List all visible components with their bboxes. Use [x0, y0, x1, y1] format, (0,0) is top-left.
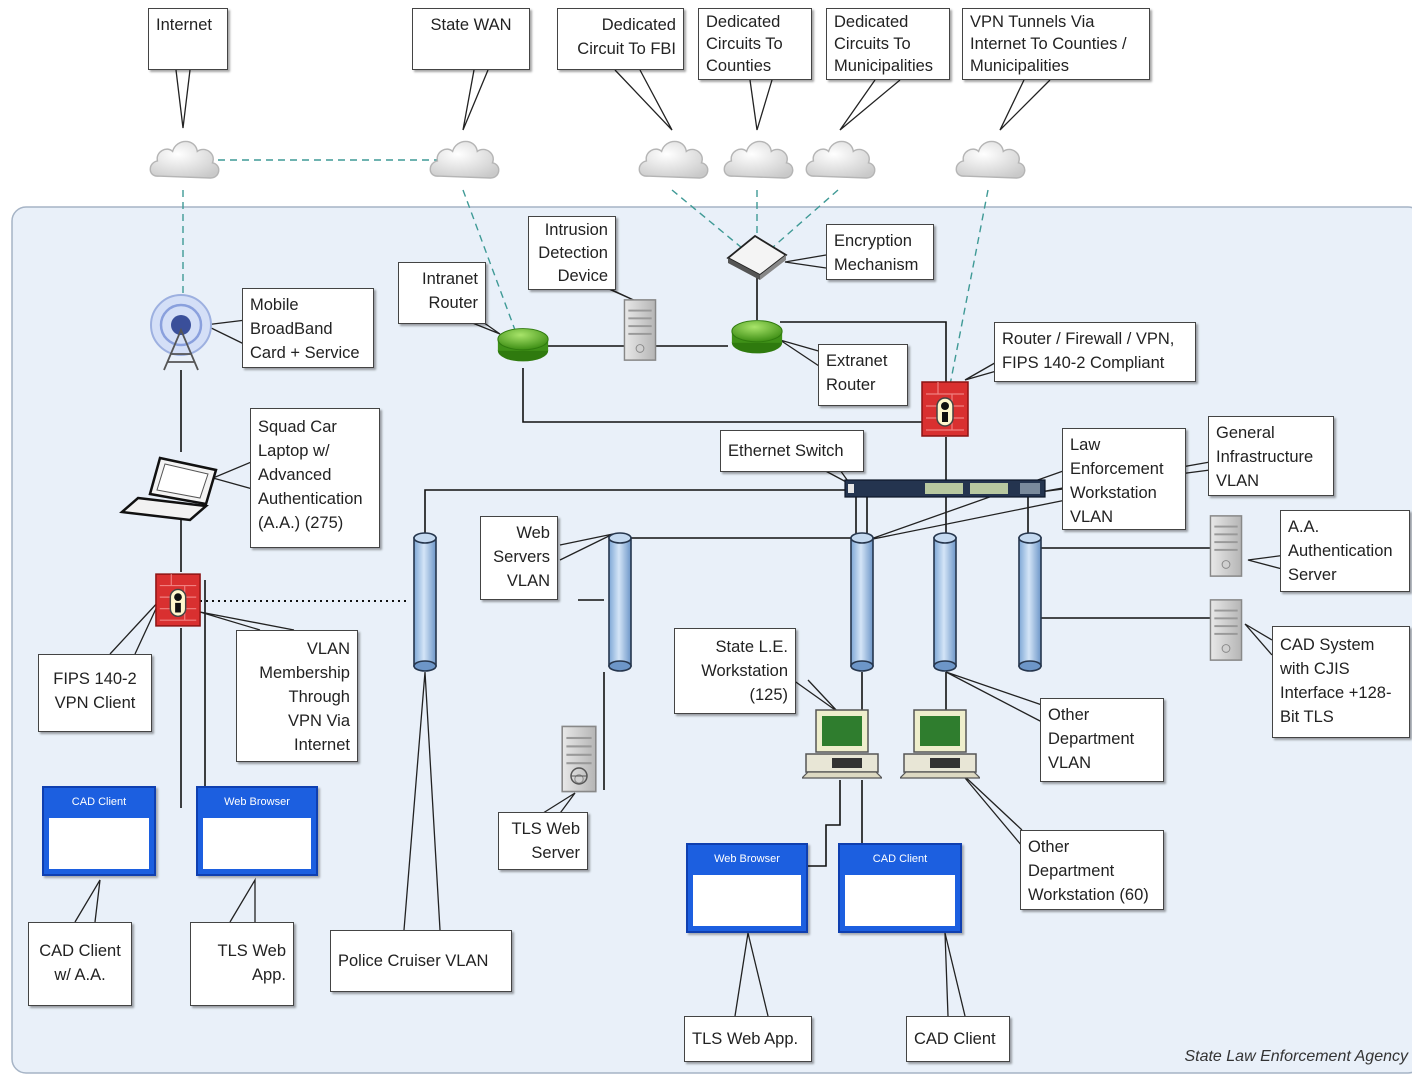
vpn-tunnels-callout: VPN Tunnels Via Internet To Counties / M…	[962, 8, 1150, 80]
organization-label: State Law Enforcement Agency	[1184, 1048, 1408, 1065]
tls-web-app-left-label: TLS Web App.	[217, 942, 286, 984]
extranet-router-label: Extranet Router	[826, 352, 888, 394]
other-department-vlan-icon	[933, 532, 957, 672]
state-wan-label: State WAN	[430, 16, 512, 34]
general-infrastructure-vlan-icon	[1018, 532, 1042, 672]
mobile-broadband-label: Mobile BroadBand Card + Service	[250, 296, 360, 362]
police-cruiser-vlan-label: Police Cruiser VLAN	[338, 952, 489, 970]
county-circuits-callout: Dedicated Circuits To Counties	[698, 8, 812, 80]
web-servers-vlan-icon	[608, 532, 632, 672]
window-title: Web Browser	[224, 796, 290, 808]
window-title: Web Browser	[714, 853, 780, 865]
cad-client-aa-label: CAD Client w/ A.A.	[39, 942, 121, 984]
cad-client-window-bottom: CAD Client	[838, 843, 962, 933]
law-enforcement-vlan-callout: Law Enforcement Workstation VLAN	[1062, 428, 1186, 530]
intranet-router-label: Intranet Router	[422, 270, 478, 312]
ethernet-switch-label: Ethernet Switch	[728, 442, 844, 460]
vpn-tunnels-label: VPN Tunnels Via Internet To Counties / M…	[970, 13, 1127, 75]
aa-server-label: A.A. Authentication Server	[1288, 518, 1393, 584]
cad-client-window-left: CAD Client	[42, 786, 156, 876]
ethernet-switch-callout: Ethernet Switch	[720, 430, 864, 472]
squad-car-laptop-icon	[119, 456, 218, 522]
router-firewall-callout: Router / Firewall / VPN, FIPS 140-2 Comp…	[994, 322, 1196, 382]
encryption-device-icon	[726, 234, 788, 280]
wan-links	[182, 159, 989, 386]
cad-server-icon	[1209, 599, 1243, 661]
state-wan-cloud-icon	[429, 140, 500, 179]
aa-server-callout: A.A. Authentication Server	[1280, 510, 1410, 592]
router-firewall-label: Router / Firewall / VPN, FIPS 140-2 Comp…	[1002, 330, 1175, 372]
tls-web-app-bottom-callout: TLS Web App.	[684, 1016, 812, 1062]
squad-car-laptop-callout: Squad Car Laptop w/ Advanced Authenticat…	[250, 408, 380, 548]
cad-client-aa-callout: CAD Client w/ A.A.	[28, 922, 132, 1006]
state-le-workstation-callout: State L.E. Workstation (125)	[674, 628, 796, 714]
internet-callout: Internet	[148, 8, 228, 70]
window-body	[693, 875, 801, 926]
internet-label: Internet	[156, 16, 212, 34]
tls-web-server-label: TLS Web Server	[511, 820, 580, 862]
vpn-membership-label: VLAN Membership Through VPN Via Internet	[259, 640, 350, 754]
window-body	[845, 875, 955, 926]
ids-server-icon	[623, 299, 657, 361]
fbi-circuit-callout: Dedicated Circuit To FBI	[557, 8, 684, 70]
state-le-workstation-label: State L.E. Workstation (125)	[701, 638, 788, 704]
other-dept-workstation-callout: Other Department Workstation (60)	[1020, 830, 1164, 910]
window-body	[203, 818, 311, 869]
router-firewall-icon	[921, 381, 969, 437]
police-cruiser-vlan-icon	[413, 532, 437, 672]
general-infrastructure-vlan-label: General Infrastructure VLAN	[1216, 424, 1314, 490]
extranet-router-callout: Extranet Router	[818, 344, 908, 406]
fbi-circuit-label: Dedicated Circuit To FBI	[577, 16, 676, 58]
window-title: CAD Client	[71, 796, 127, 808]
tls-web-server-callout: TLS Web Server	[498, 812, 588, 870]
police-cruiser-vlan-callout: Police Cruiser VLAN	[330, 930, 512, 992]
tls-web-server-icon	[561, 725, 597, 793]
cad-system-callout: CAD System with CJIS Interface +128- Bit…	[1272, 626, 1410, 738]
fips-vpn-client-icon	[155, 573, 201, 627]
intrusion-detection-callout: Intrusion Detection Device	[528, 216, 616, 290]
general-infrastructure-vlan-callout: General Infrastructure VLAN	[1208, 416, 1334, 496]
window-title: CAD Client	[872, 853, 928, 865]
other-department-vlan-label: Other Department VLAN	[1048, 706, 1135, 772]
cad-system-label: CAD System with CJIS Interface +128- Bit…	[1280, 636, 1392, 726]
municipal-circuit-cloud-icon	[805, 140, 876, 179]
intranet-router-icon	[497, 328, 549, 362]
municipal-circuits-label: Dedicated Circuits To Municipalities	[834, 13, 934, 75]
county-circuits-label: Dedicated Circuits To Counties	[706, 13, 783, 75]
fips-vpn-client-callout: FIPS 140-2 VPN Client	[38, 654, 152, 732]
county-circuit-cloud-icon	[723, 140, 794, 179]
mobile-broadband-tower-icon	[150, 294, 212, 371]
internet-cloud-icon	[149, 140, 220, 179]
state-wan-callout: State WAN	[412, 8, 530, 70]
fips-vpn-client-label: FIPS 140-2 VPN Client	[53, 670, 137, 712]
cad-client-bottom-label: CAD Client	[914, 1030, 996, 1048]
law-enforcement-vlan-label: Law Enforcement Workstation VLAN	[1070, 436, 1164, 526]
mobile-broadband-callout: Mobile BroadBand Card + Service	[242, 288, 374, 368]
intranet-router-callout: Intranet Router	[398, 262, 486, 324]
vpn-membership-callout: VLAN Membership Through VPN Via Internet	[236, 630, 358, 762]
encryption-callout: Encryption Mechanism	[826, 224, 934, 280]
web-servers-vlan-label: Web Servers VLAN	[493, 524, 550, 590]
web-browser-window-bottom: Web Browser	[686, 843, 808, 933]
vpn-tunnel-cloud-icon	[955, 140, 1026, 179]
tls-web-app-bottom-label: TLS Web App.	[692, 1030, 799, 1048]
cad-client-bottom-callout: CAD Client	[906, 1016, 1010, 1062]
municipal-circuits-callout: Dedicated Circuits To Municipalities	[826, 8, 950, 80]
extranet-router-icon	[731, 320, 783, 354]
fbi-circuit-cloud-icon	[638, 140, 709, 179]
web-servers-vlan-callout: Web Servers VLAN	[480, 516, 558, 600]
web-browser-window-left: Web Browser	[196, 786, 318, 876]
window-body	[49, 818, 149, 869]
law-enforcement-vlan-icon	[850, 532, 874, 672]
encryption-label: Encryption Mechanism	[834, 232, 919, 274]
aa-server-icon	[1209, 515, 1243, 577]
other-dept-workstation-label: Other Department Workstation (60)	[1028, 838, 1149, 904]
squad-car-laptop-label: Squad Car Laptop w/ Advanced Authenticat…	[258, 418, 363, 532]
tls-web-app-left-callout: TLS Web App.	[190, 922, 294, 1006]
ethernet-switch-icon	[844, 479, 1046, 498]
other-department-vlan-callout: Other Department VLAN	[1040, 698, 1164, 782]
intrusion-detection-label: Intrusion Detection Device	[538, 221, 608, 285]
